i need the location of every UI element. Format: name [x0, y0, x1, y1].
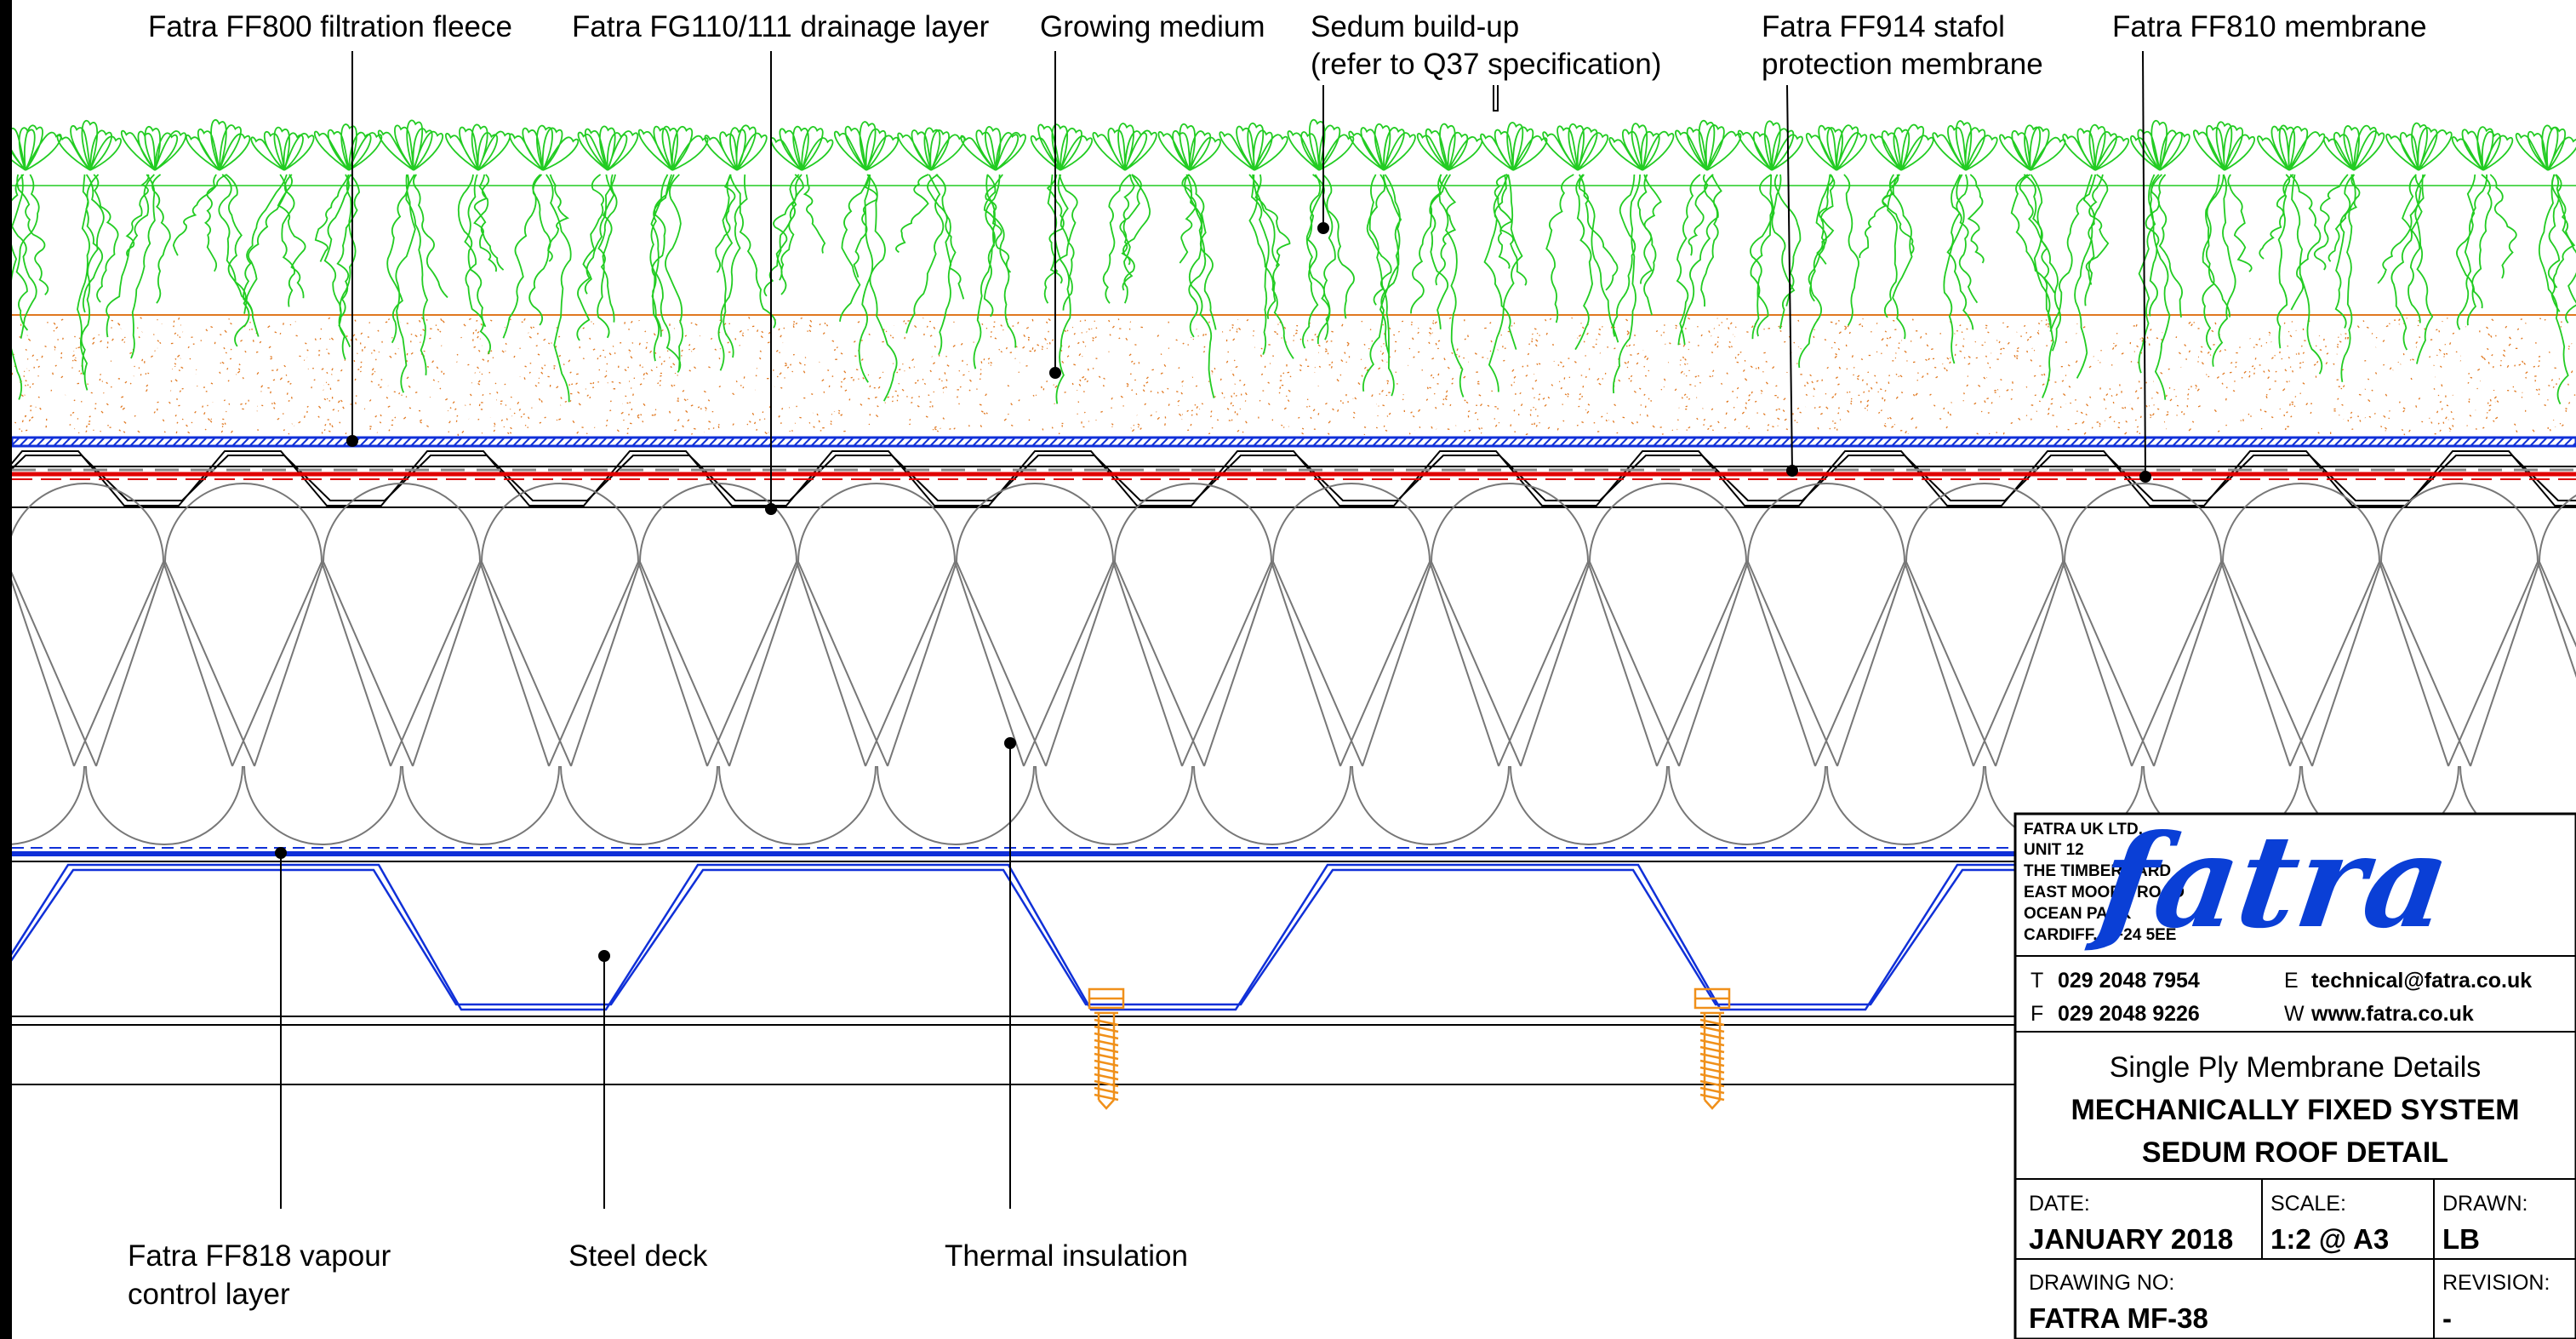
fatra-logo: fatra [2083, 806, 2459, 957]
label-sedum-line2: (refer to Q37 specification) [1311, 48, 1661, 81]
leader-lines [275, 50, 2151, 1209]
filtration-fleece-layer [12, 436, 2576, 448]
drawn-label: DRAWN: [2442, 1192, 2527, 1216]
company-name: FATRA UK LTD. [2024, 821, 2143, 838]
fax-prefix: F [2031, 1002, 2043, 1026]
email-prefix: E [2284, 969, 2299, 993]
soil-speckle [12, 316, 2576, 437]
label-vapour-line1: Fatra FF818 vapour [128, 1239, 391, 1273]
fax-number: 029 2048 9226 [2058, 1002, 2200, 1026]
date-label: DATE: [2029, 1192, 2090, 1216]
thermal-insulation-layer [12, 483, 2576, 845]
mechanical-fixings [1088, 987, 1731, 1110]
date-value: JANUARY 2018 [2029, 1223, 2233, 1255]
label-stafol-line2: protection membrane [1762, 48, 2043, 81]
scale-label: SCALE: [2270, 1192, 2346, 1216]
revision-label: REVISION: [2442, 1271, 2550, 1295]
drawing-no-value: FATRA MF-38 [2029, 1302, 2208, 1334]
screw-fixing [1088, 987, 1125, 1110]
label-growing-medium: Growing medium [1040, 10, 1265, 43]
drawn-value: LB [2442, 1223, 2480, 1255]
component-labels: Fatra FF800 filtration fleece Fatra FG11… [128, 10, 2427, 1311]
stafol-protection-membrane [12, 466, 2576, 472]
email-address[interactable]: technical@fatra.co.uk [2311, 969, 2532, 993]
label-steel-deck: Steel deck [568, 1239, 708, 1273]
company-address-5: CARDIFF, CF24 5EE [2024, 926, 2176, 944]
label-drainage-layer: Fatra FG110/111 drainage layer [572, 10, 990, 43]
screw-fixing [1694, 987, 1731, 1110]
growing-medium-layer [12, 314, 2576, 437]
insulation-pattern [12, 483, 2576, 845]
soil-speckle-marks [12, 316, 2576, 437]
company-address-1: UNIT 12 [2024, 841, 2084, 859]
drawing-subtitle: Single Ply Membrane Details [2110, 1051, 2482, 1084]
label-sedum-line1: Sedum build-up [1311, 10, 1519, 43]
phone-number: 029 2048 7954 [2058, 969, 2200, 993]
drawing-title-line2: SEDUM ROOF DETAIL [2142, 1136, 2448, 1169]
scale-value: 1:2 @ A3 [2270, 1223, 2389, 1255]
drawing-title-line1: MECHANICALLY FIXED SYSTEM [2071, 1094, 2519, 1126]
left-border [0, 0, 12, 1339]
label-thermal-insulation: Thermal insulation [945, 1239, 1188, 1273]
revision-value: - [2442, 1302, 2452, 1334]
label-filtration-fleece: Fatra FF800 filtration fleece [148, 10, 512, 43]
phone-prefix: T [2031, 969, 2043, 993]
company-address-4: OCEAN PARK [2024, 905, 2132, 923]
drawing-no-label: DRAWING NO: [2029, 1271, 2174, 1295]
sedum-plants [12, 118, 2576, 405]
web-prefix: W [2284, 1002, 2305, 1026]
ff810-membrane [12, 472, 2576, 480]
label-membrane: Fatra FF810 membrane [2112, 10, 2427, 43]
sedum-vegetation [12, 118, 2576, 405]
label-vapour-line2: control layer [128, 1278, 290, 1311]
company-address-3: EAST MOORS ROAD [2024, 884, 2185, 901]
label-stafol-line1: Fatra FF914 stafol [1762, 10, 2005, 43]
company-address-2: THE TIMBER YARD [2024, 862, 2171, 880]
steel-deck [12, 863, 2576, 1011]
title-block: FATRA UK LTD. UNIT 12 THE TIMBER YARD EA… [2013, 806, 2576, 1339]
web-address[interactable]: www.fatra.co.uk [2310, 1002, 2474, 1026]
